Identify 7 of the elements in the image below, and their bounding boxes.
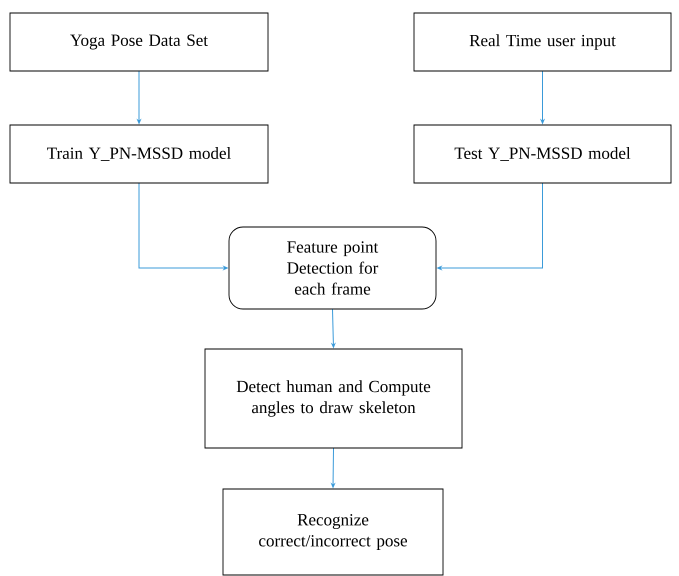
process-box: Real Time user input: [414, 12, 672, 72]
process-box: Train Y_PN-MSSD model: [10, 124, 268, 184]
process-box: Yoga Pose Data Set: [10, 12, 268, 72]
rounded-process-box: Feature point Detection for each frame: [228, 226, 436, 310]
process-box: Detect human and Compute angles to draw skeleton: [204, 348, 462, 448]
process-box: Test Y_PN-MSSD model: [414, 124, 672, 184]
process-box: Recognize correct/incorrect pose: [222, 488, 444, 576]
